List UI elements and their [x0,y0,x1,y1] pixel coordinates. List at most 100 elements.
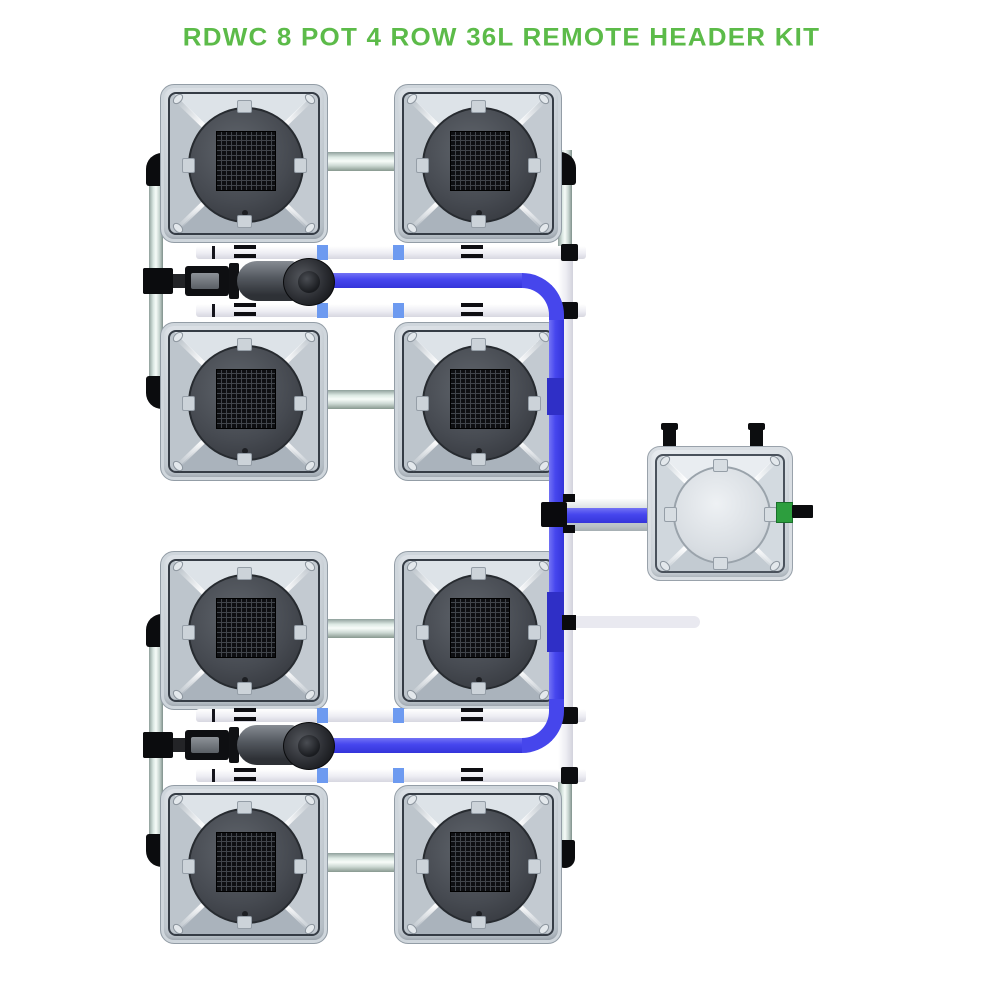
pipe-end-cap [212,304,215,317]
lid-tab [294,625,307,640]
pot-lid [422,574,538,690]
elbow-fitting [561,244,578,261]
lid-tab [416,396,429,411]
water-pump-top [143,258,338,306]
pot-outlet-connector [317,245,328,260]
lid-tab [237,916,252,929]
interconnect-pipe [325,619,395,638]
elbow-fitting [561,302,578,319]
delivery-tube-bottom [298,738,522,753]
lid-tab [528,396,541,411]
mesh-insert [216,369,276,429]
lid-tab [294,396,307,411]
pump-stub [173,274,185,288]
pump-head [283,722,335,770]
pot-outlet-connector [393,303,404,318]
lid-tab [471,453,486,466]
lid-tab [182,158,195,173]
pot-outlet-connector [393,245,404,260]
pot-lid [188,574,304,690]
pump-head [283,258,335,306]
mesh-insert [216,598,276,658]
pot-lid [188,107,304,223]
lid-tab [237,215,252,228]
return-manifold-3 [196,707,586,724]
lid-tab [528,158,541,173]
elbow-fitting [561,767,578,784]
lid-tab [237,453,252,466]
pipe-clip [562,615,576,630]
lid-tab [182,396,195,411]
lid-tab [471,682,486,695]
lid-tab [237,100,252,113]
pump-collar [229,727,239,763]
pump-valve [185,266,229,296]
lid-tab [471,215,486,228]
pipe-clamp [461,302,483,319]
pot-1 [160,84,328,243]
pot-lid [422,345,538,461]
mesh-insert [216,832,276,892]
lid-tab [237,801,252,814]
mesh-insert [450,131,510,191]
pot-4 [394,322,562,481]
pot-lid [188,345,304,461]
pot-outlet-connector [393,768,404,783]
lid-tab [471,801,486,814]
mesh-insert [450,369,510,429]
pipe-clamp [234,244,256,261]
remote-header-tank [647,446,793,581]
lid-tab [416,158,429,173]
pipe-clamp [234,302,256,319]
pot-5 [160,551,328,710]
pipe-end-cap [212,769,215,782]
pipe-clamp [461,244,483,261]
pump-inlet-fitting [143,268,173,294]
delivery-tube-to-tank [560,508,652,523]
lid-tab [294,158,307,173]
pot-outlet-connector [317,303,328,318]
tank-side-fitting [792,505,813,518]
return-manifold-2 [196,302,586,319]
tank-lid [673,466,771,564]
pot-outlet-connector [317,768,328,783]
delivery-tube-top [298,273,522,288]
return-manifold-4 [196,767,586,784]
lid-tab [471,100,486,113]
lid-tab [471,338,486,351]
pump-valve [185,730,229,760]
lid-tab [294,859,307,874]
pot-8 [394,785,562,944]
lid-tab [713,459,728,472]
lid-tab [713,557,728,570]
mesh-insert [450,832,510,892]
tube-coupler [547,592,564,652]
pipe-clamp [234,707,256,724]
pump-inlet-fitting [143,732,173,758]
pot-outlet-connector [317,708,328,723]
lid-tab [471,567,486,580]
mesh-insert [450,598,510,658]
page-title: RDWC 8 POT 4 ROW 36L REMOTE HEADER KIT [182,22,821,52]
lid-tab [237,567,252,580]
interconnect-pipe [325,853,395,872]
pot-lid [422,808,538,924]
pipe-clamp [461,707,483,724]
water-pump-bottom [143,722,338,770]
pipe-clamp [461,767,483,784]
pot-outlet-connector [393,708,404,723]
lid-tab [182,859,195,874]
lid-tab [182,625,195,640]
tank-level-valve-green [776,502,793,523]
tee-fitting-tank [541,502,567,527]
pot-2 [394,84,562,243]
pot-3 [160,322,328,481]
pot-7 [160,785,328,944]
pipe-end-cap [212,246,215,259]
pipe-clamp [234,767,256,784]
pot-lid [422,107,538,223]
pump-collar [229,263,239,299]
lid-tab [528,859,541,874]
elbow-fitting [561,707,578,724]
lid-tab [471,916,486,929]
